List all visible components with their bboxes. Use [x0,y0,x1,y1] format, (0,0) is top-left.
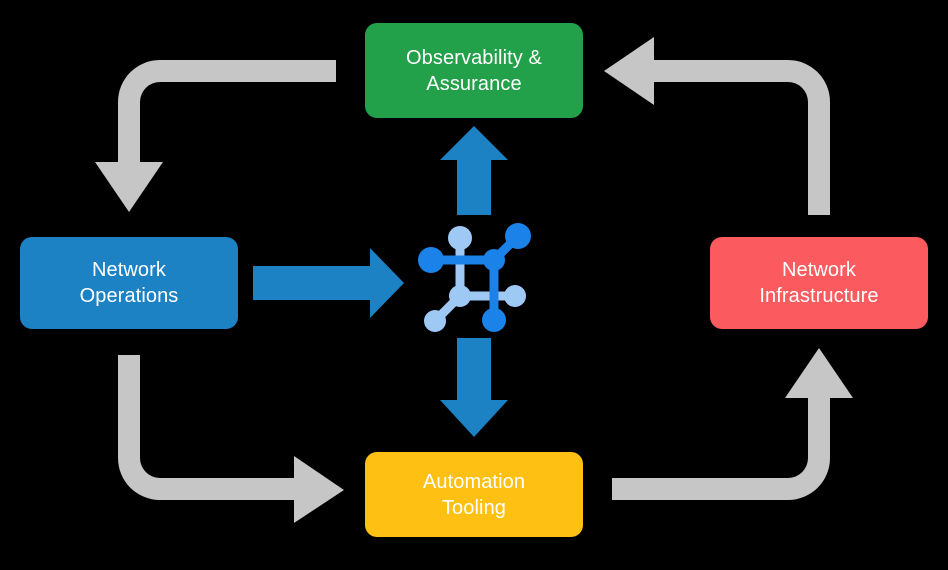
network-topology-icon [418,223,531,332]
arrow-operations-to-automation [118,355,344,523]
arrow-hub-to-automation [440,338,508,437]
arrow-operations-to-hub [253,248,404,318]
arrow-infrastructure-to-observability [604,37,830,215]
node-network-infrastructure[interactable]: Network Infrastructure [710,237,928,329]
node-automation-tooling[interactable]: Automation Tooling [365,452,583,537]
arrow-observability-to-operations [95,60,336,212]
node-observability-assurance[interactable]: Observability & Assurance [365,23,583,118]
arrow-automation-to-infrastructure [612,348,853,500]
node-network-operations[interactable]: Network Operations [20,237,238,329]
arrow-hub-to-observability [440,126,508,215]
